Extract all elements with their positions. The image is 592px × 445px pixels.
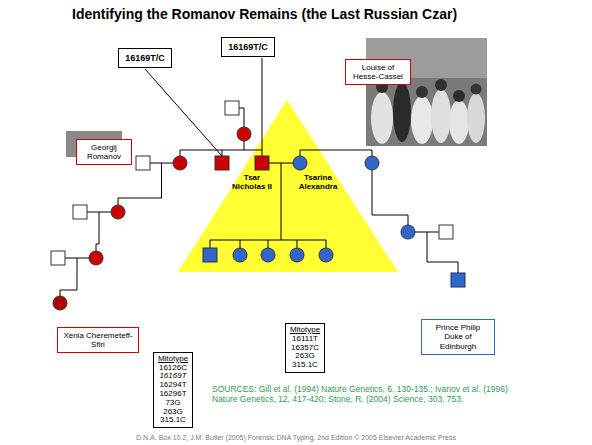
photo-figure — [449, 100, 469, 144]
male-symbol — [73, 205, 87, 219]
person-label: Tsarina Alexandra — [294, 173, 342, 191]
person-box: Xenia Cheremeteff-Sfiri — [57, 327, 139, 353]
pedigree-symbols — [51, 101, 465, 310]
mitotype-box: Mitotype16126C16169T16294T16296T73G263G3… — [153, 352, 193, 428]
box-text: 16169T/C — [228, 42, 268, 52]
leader-line — [262, 58, 263, 156]
female-symbol — [290, 248, 304, 262]
photo-figure — [411, 96, 433, 144]
box-text: 263G — [290, 352, 320, 361]
box-text: 16294T — [158, 381, 188, 390]
female-symbol — [261, 248, 275, 262]
photo-head — [471, 84, 482, 95]
mitotype-box: Mitotype16111T16357C263G315.1C — [285, 323, 325, 373]
person-label: Tsar Nicholas II — [228, 173, 276, 191]
leader-line — [145, 69, 222, 156]
female-symbol — [173, 156, 187, 170]
box-text: 16169T — [158, 372, 188, 381]
photo-head — [453, 90, 465, 102]
photo-figure — [393, 82, 411, 142]
female-symbol — [111, 205, 125, 219]
pedigree-line — [300, 150, 372, 156]
person-box: Louise of Hesse-Cassel — [345, 59, 411, 85]
person-box: Georgij Romanov — [76, 139, 132, 165]
box-text: Louise of Hesse-Cassel — [350, 63, 406, 81]
male-symbol — [215, 156, 229, 170]
box-text: Prince Philip Duke of Edinburgh — [426, 323, 490, 351]
slide-title: Identifying the Romanov Remains (the Las… — [72, 6, 457, 22]
box-text: 16296T — [158, 390, 188, 399]
person-box: Prince Philip Duke of Edinburgh — [421, 319, 495, 355]
photo-head — [416, 86, 428, 98]
male-symbol — [439, 225, 453, 239]
female-symbol — [319, 248, 333, 262]
box-heading: Mitotype — [290, 326, 320, 335]
male-symbol — [225, 101, 239, 115]
male-symbol — [136, 156, 150, 170]
pedigree-line — [372, 170, 408, 225]
photo-head — [435, 79, 447, 91]
box-text: 315.1C — [158, 416, 188, 425]
source-caption: D.N.A. Box 10.2, J.M. Butler (2005) Fore… — [0, 434, 592, 441]
family-photo — [366, 38, 487, 146]
pedigree-line — [239, 108, 244, 127]
pedigree-line — [180, 141, 262, 156]
sources-note: SOURCES: Gill et al. (1994) Nature Genet… — [212, 384, 512, 404]
family-triangle — [178, 100, 398, 272]
photo-ground — [366, 38, 487, 146]
mutation-box: 16169T/C — [221, 37, 275, 57]
male-symbol — [255, 156, 269, 170]
box-text: 16357C — [290, 344, 320, 353]
box-text: 73G — [158, 399, 188, 408]
female-symbol — [293, 156, 307, 170]
box-text: 16126C — [158, 364, 188, 373]
female-symbol — [233, 248, 247, 262]
box-text: 16111T — [290, 335, 320, 344]
pedigree-line — [96, 212, 99, 251]
box-text: 263G — [158, 408, 188, 417]
box-text: 16169T/C — [125, 53, 165, 63]
female-symbol — [53, 296, 67, 310]
box-text: Xenia Cheremeteff-Sfiri — [62, 331, 134, 349]
photo-figure — [431, 89, 451, 143]
female-symbol — [401, 225, 415, 239]
female-symbol — [89, 251, 103, 265]
male-symbol — [51, 251, 65, 265]
female-symbol — [365, 156, 379, 170]
box-text: Georgij Romanov — [81, 143, 127, 161]
mutation-box: 16169T/C — [118, 48, 172, 68]
male-symbol — [203, 248, 217, 262]
male-symbol — [451, 273, 465, 287]
box-text: 315.1C — [290, 361, 320, 370]
pedigree-lines — [60, 58, 458, 296]
box-heading: Mitotype — [158, 355, 188, 364]
photo-figure — [371, 92, 393, 144]
photo-figure — [467, 93, 485, 143]
female-symbol — [237, 127, 251, 141]
